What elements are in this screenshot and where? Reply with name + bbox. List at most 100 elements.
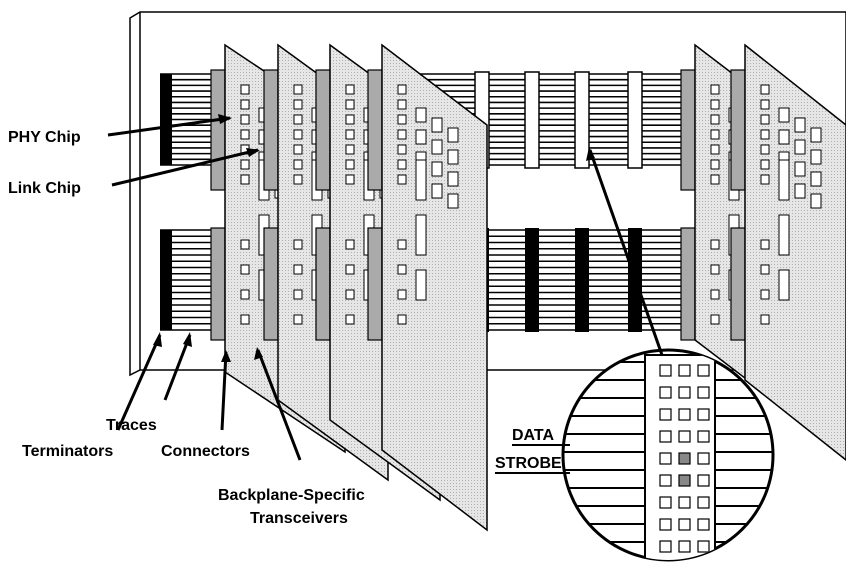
small-chip	[397, 314, 407, 325]
pin	[659, 430, 672, 443]
chip	[794, 117, 806, 133]
chip	[415, 107, 427, 123]
small-chip	[710, 144, 720, 155]
board-connector	[263, 69, 279, 191]
small-chip	[293, 264, 303, 275]
chip	[794, 161, 806, 177]
label-traces: Traces	[106, 417, 157, 434]
pin	[659, 496, 672, 509]
label-connectors: Connectors	[161, 443, 250, 460]
label-phy-chip: PHY Chip	[8, 129, 81, 146]
board-connector	[315, 69, 331, 191]
label-terminators: Terminators	[22, 443, 113, 460]
small-chip	[240, 129, 250, 140]
small-chip	[345, 84, 355, 95]
small-chip	[710, 289, 720, 300]
small-chip	[397, 174, 407, 185]
daughter-boards	[210, 43, 846, 532]
chip	[778, 129, 790, 145]
board-connector	[210, 69, 226, 191]
terminator	[160, 74, 172, 165]
pin	[678, 408, 691, 421]
small-chip	[240, 99, 250, 110]
pin	[678, 364, 691, 377]
chip	[431, 117, 443, 133]
small-chip	[760, 84, 770, 95]
label-link-chip: Link Chip	[8, 180, 81, 197]
pin	[678, 540, 691, 553]
small-chip	[397, 289, 407, 300]
chip	[794, 183, 806, 199]
pin	[659, 518, 672, 531]
bus-connector	[574, 71, 590, 169]
board-connector	[367, 227, 383, 341]
pin	[659, 364, 672, 377]
terminator	[160, 230, 172, 330]
small-chip	[760, 314, 770, 325]
pin	[697, 474, 710, 487]
small-chip	[710, 129, 720, 140]
small-chip	[760, 159, 770, 170]
small-chip	[293, 144, 303, 155]
pin	[659, 452, 672, 465]
pin	[697, 452, 710, 465]
small-chip	[397, 84, 407, 95]
small-chip	[345, 264, 355, 275]
chip	[810, 193, 822, 209]
small-chip	[240, 239, 250, 250]
pin	[697, 386, 710, 399]
arrowheads	[153, 114, 595, 362]
small-chip	[710, 239, 720, 250]
bus-connector	[525, 228, 539, 332]
chip	[447, 127, 459, 143]
daughter-board	[730, 43, 846, 461]
small-chip	[345, 239, 355, 250]
small-chip	[760, 174, 770, 185]
small-chip	[345, 114, 355, 125]
chip	[447, 149, 459, 165]
small-chip	[293, 84, 303, 95]
small-chip	[240, 314, 250, 325]
small-chip	[240, 159, 250, 170]
small-chip	[293, 99, 303, 110]
transceiver	[415, 214, 427, 256]
label-strobe: STROBE	[495, 455, 562, 472]
leader-lines	[107, 116, 664, 461]
small-chip	[710, 114, 720, 125]
board-connector	[315, 227, 331, 341]
transceiver	[415, 159, 427, 201]
chip	[447, 171, 459, 187]
small-chip	[710, 99, 720, 110]
board-connector	[680, 227, 696, 341]
small-chip	[397, 114, 407, 125]
bus-connector	[524, 71, 540, 169]
chip	[810, 171, 822, 187]
pin	[660, 563, 671, 567]
board-connector	[367, 69, 383, 191]
bus-connector	[627, 71, 643, 169]
board-connector	[210, 227, 226, 341]
pin	[697, 496, 710, 509]
small-chip	[760, 99, 770, 110]
board-face	[381, 43, 488, 532]
daughter-board	[367, 43, 488, 532]
transceiver	[778, 269, 790, 301]
small-chip	[397, 129, 407, 140]
small-chip	[293, 314, 303, 325]
label-data: DATA	[512, 427, 555, 444]
small-chip	[293, 114, 303, 125]
pin	[697, 518, 710, 531]
small-chip	[293, 289, 303, 300]
label-backplane-line1: Backplane-Specific	[218, 487, 365, 504]
small-chip	[345, 99, 355, 110]
chip	[431, 183, 443, 199]
small-chip	[760, 144, 770, 155]
pin	[659, 386, 672, 399]
small-chip	[240, 289, 250, 300]
pin	[659, 408, 672, 421]
chip	[794, 139, 806, 155]
small-chip	[293, 159, 303, 170]
small-chip	[293, 174, 303, 185]
